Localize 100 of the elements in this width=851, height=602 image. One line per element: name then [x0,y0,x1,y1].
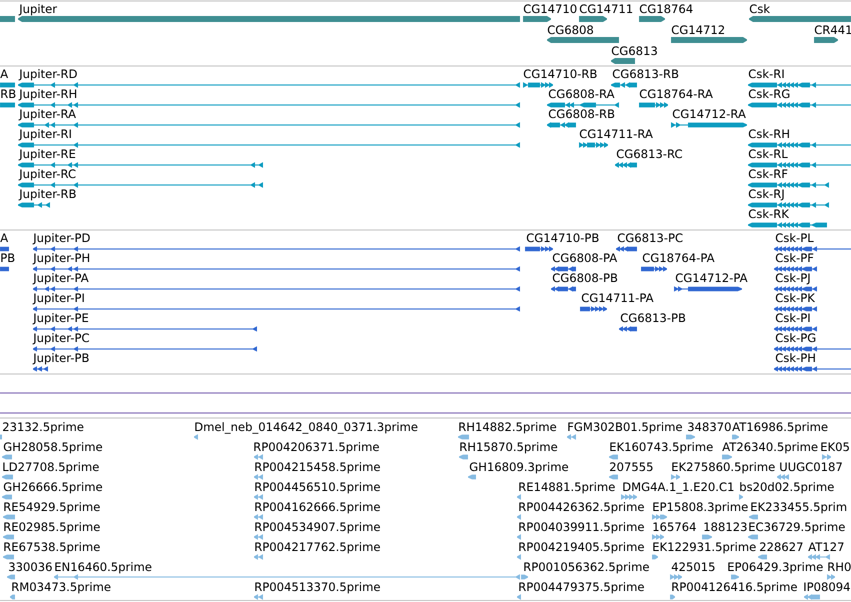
feature-label: RH0 [828,562,851,572]
feature-label: EC36729.5prime [749,522,845,534]
feature-label: CG14712 [672,25,724,34]
feature-label: Csk-PG [776,333,816,342]
feature-label: Jupiter-RA [18,109,76,120]
feature-label: Jupiter [18,4,58,16]
feature-label: UUGC0187 [780,462,842,472]
feature-label: bs20d02.5prime [740,482,834,494]
feature-label: CG14711-RA [580,129,653,138]
feature-label: Csk-PL [776,233,814,242]
feature-label: FGM302B01.5prime [568,422,682,434]
feature-label: Csk-RK [748,209,790,218]
feature-label: 330036 [9,562,52,572]
feature-label: RP004039911.5prime [519,522,644,534]
feature-glyph [0,16,15,22]
feature-label: A [0,70,8,78]
feature-label: GH26666.5prime [4,482,102,494]
feature-label: CG6808-PB [552,273,618,282]
feature-label: CG6813-PC [618,233,682,242]
feature-label: CG6808-RA [548,89,614,98]
feature-label: EN16460.5prime [55,562,152,574]
feature-label: RP004534907.5prime [255,522,380,534]
feature-label: EK05 [821,442,849,452]
feature-label: RE67538.5prime [4,542,100,554]
feature-label: CG14711 [580,4,632,14]
feature-label: Csk-RF [748,169,788,178]
feature-label: RH15870.5prime [460,442,558,454]
feature-label: RP004126416.5prime [672,582,797,594]
feature-label: 23132.5prime [3,422,84,434]
feature-label: CG6808-PA [552,253,618,262]
feature-label: EK122931.5prime [653,542,756,554]
feature-label: RP004206371.5prime [254,442,379,454]
feature-label: Csk-PI [776,313,810,322]
feature-label: CR441 [814,25,851,34]
feature-label: RP004479375.5prime [519,582,644,594]
feature-label: Jupiter-RD [18,69,77,80]
feature-label: PB [1,254,14,262]
feature-label: Jupiter-PD [32,233,90,244]
feature-label: Jupiter-PC [32,333,89,344]
feature-label: RP004426362.5prime [519,502,644,514]
feature-label: CG18764 [640,4,693,14]
feature-label: CG14710-PB [526,233,598,242]
feature-label: 425015 [672,562,714,572]
feature-label: CG6813 [612,46,657,56]
feature-label: Dmel_neb_014642_0840_0371.3prime [195,422,418,434]
feature-label: EK275860.5prime [672,462,775,474]
feature-label: LD27708.5prime [3,462,99,474]
feature-label: RP004456510.5prime [255,482,380,494]
feature-label: GH16809.3prime [470,462,568,474]
feature-label: Jupiter-RI [18,129,71,140]
feature-label: RP004215458.5prime [255,462,380,474]
feature-label: Csk-RJ [748,189,784,200]
feature-label: RE14881.5prime [519,482,615,494]
feature-label: AT127 [808,542,844,551]
feature-label: EP15808.3prime [653,502,748,514]
feature-label: Jupiter-PA [32,273,89,284]
feature-label: CG6813-RB [612,69,678,78]
feature-label: Csk-RI [748,69,784,78]
feature-label: Jupiter-PH [32,253,90,264]
feature-label: RH14882.5prime [459,422,556,434]
feature-label: RB [1,90,16,98]
feature-label: RP004217762.5prime [255,542,380,554]
feature-label: RM03473.5prime [12,582,110,594]
feature-label: AT26340.5prime [722,442,818,454]
feature-label: RP001056362.5prime [524,562,649,574]
feature-label: DMG4A.1_1.E20.C1 [623,482,734,494]
feature-label: RP004162666.5prime [255,502,380,514]
feature-label: 348370 [688,422,731,432]
feature-label: RE54929.5prime [4,502,100,514]
feature-label: Csk-RG [748,89,790,98]
feature-label: RP004219405.5prime [519,542,644,554]
feature-label: 207555 [610,462,652,472]
feature-label: Csk-PH [776,353,815,362]
feature-label: EP06429.3prime [728,562,823,574]
feature-label: CG6813-PB [620,313,686,322]
feature-label: Jupiter-RB [18,189,76,200]
feature-label: Csk-PK [776,293,816,302]
feature-label: GH28058.5prime [4,442,102,454]
feature-label: RP004513370.5prime [255,582,380,594]
feature-label: IP08094 [804,582,850,592]
feature-label: EK233455.5prim [751,502,846,514]
feature-label: Jupiter-PB [32,353,89,364]
feature-label: Jupiter-PE [32,313,88,324]
feature-label: Csk [750,4,770,14]
feature-label: 188123 [704,522,747,532]
feature-label: CG14710-RB [524,69,597,78]
feature-label: Jupiter-RC [18,169,76,180]
feature-label: CG6808 [548,25,593,34]
feature-label: CG14712-RA [672,109,746,118]
feature-label: AT16986.5prime [732,422,828,434]
feature-label: Csk-RH [748,129,789,138]
feature-label: EK160743.5prime [610,442,713,454]
feature-label: CG14712-PA [676,273,748,282]
feature-label: Csk-RL [748,149,788,158]
feature-label: Jupiter-RE [18,149,76,160]
feature-label: 228627 [760,542,802,552]
feature-label: Csk-PJ [776,273,810,284]
feature-label: A [0,234,8,242]
feature-label: Jupiter-PI [32,293,84,304]
feature-label: RE02985.5prime [4,522,100,534]
